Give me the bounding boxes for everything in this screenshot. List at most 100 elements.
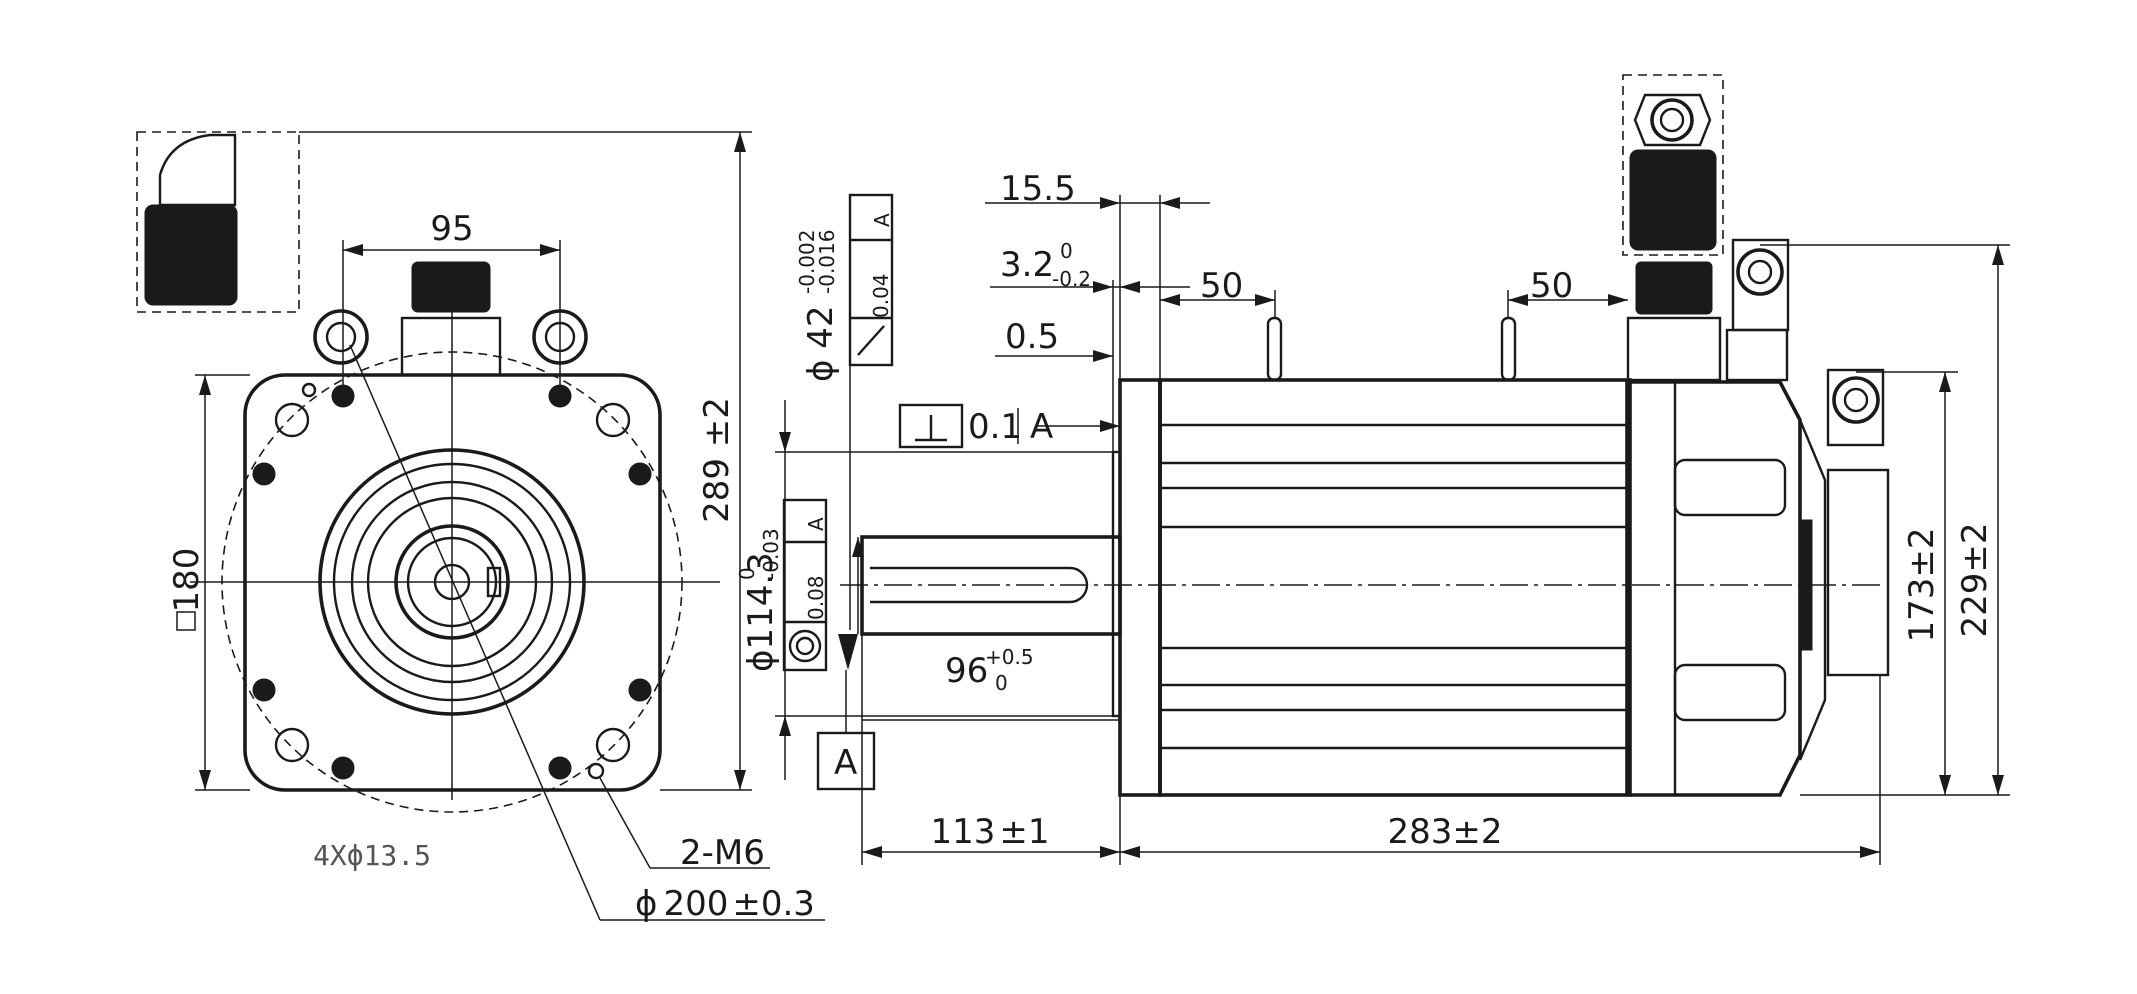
spigot-circle-2 — [332, 462, 572, 702]
arrow-icon — [343, 244, 363, 256]
dim-96-tol-lower: 0 — [995, 671, 1008, 695]
side-connector-nut — [1635, 261, 1713, 315]
arrow-icon — [1860, 846, 1880, 858]
side-connector-base — [1626, 316, 1722, 382]
datum-a-label: A — [834, 743, 857, 783]
arrow-icon — [199, 770, 211, 790]
screw-icon — [252, 678, 276, 702]
encoder-rear — [1798, 419, 1827, 761]
side-connector-body — [1629, 149, 1717, 251]
arrow-icon — [199, 375, 211, 395]
dim-3-2-tol-upper: 0 — [1060, 239, 1073, 263]
spigot-dia-value: 114.3 — [741, 552, 781, 649]
alt-connector-body — [144, 204, 238, 306]
conc-datum-text: A — [804, 517, 828, 531]
conc-text: 0.08 — [804, 575, 828, 620]
side-lift-eye-2 — [1500, 316, 1517, 382]
hole-dia: 13.5 — [364, 839, 431, 872]
arrow-icon — [779, 716, 791, 736]
dim-50a-label: 50 — [1200, 266, 1243, 306]
arrow-icon — [1100, 420, 1120, 432]
runout-frame — [848, 193, 894, 367]
dim-50b-label: 50 — [1530, 266, 1573, 306]
arrow-icon — [1255, 294, 1275, 306]
spigot-dia-tol-lower: -0.03 — [759, 528, 783, 580]
spigot-dia-tol-upper: 0 — [735, 567, 759, 580]
side-flange-spigot — [1111, 450, 1122, 718]
arrow-icon — [1939, 372, 1951, 392]
front-connector-base — [400, 316, 502, 377]
spigot-circle-3 — [350, 480, 554, 684]
shaft-keyway — [486, 566, 502, 598]
flange-hole-tr — [595, 402, 631, 438]
shaft-dia-text: ϕ 42 -0.002 -0.016 — [795, 230, 841, 382]
arrow-icon — [734, 132, 746, 152]
arrow-icon — [1093, 350, 1113, 362]
dim-15-5-label: 15.5 — [1000, 169, 1076, 209]
pcd-leader — [349, 344, 601, 921]
flange-hole-tl — [274, 402, 310, 438]
svg-text:ϕ114.3: ϕ114.3 — [741, 552, 781, 672]
dim-229-value: 229 — [1955, 573, 1995, 638]
arrow-icon — [1120, 281, 1140, 293]
concentricity-value: 0.08 — [804, 575, 828, 620]
runout-datum-text: A — [870, 213, 894, 227]
concentricity-symbol-icon — [788, 629, 822, 663]
rear-connector-2-base — [1725, 328, 1789, 382]
dim-283-value: 283 — [1387, 812, 1452, 852]
arrow-icon — [1992, 775, 2004, 795]
shaft-tol-upper: -0.002 — [795, 230, 819, 294]
spigot-dia-text: ϕ114.3 0 -0.03 — [735, 528, 783, 672]
runout-text: 0.04 — [869, 273, 893, 318]
hole-dia-symbol: ϕ — [347, 839, 364, 872]
arrow-icon — [1992, 245, 2004, 265]
rear-connector-2-cap — [1736, 248, 1784, 296]
arrow-icon — [1160, 197, 1180, 209]
arrow-icon — [1100, 197, 1120, 209]
shaft-center-hole — [433, 563, 471, 601]
hole-callout: 4Xϕ13.5 — [313, 839, 431, 872]
arrow-icon — [1093, 281, 1113, 293]
dim-289-value: 289 — [697, 458, 737, 523]
m6-hole — [587, 762, 605, 780]
dim-96-tol-upper: +0.5 — [985, 645, 1034, 669]
concentricity-frame — [782, 498, 828, 672]
rear-connector-2-cap-inner — [1747, 259, 1773, 285]
dim-229-text: 229±2 — [1955, 522, 1995, 637]
dim-229-tol: ±2 — [1955, 522, 1995, 572]
square-symbol-icon — [176, 611, 196, 631]
pcd-value: 200 — [663, 884, 728, 924]
dim-113-tol: ±1 — [999, 812, 1049, 852]
shaft-tol-lower: -0.016 — [815, 230, 839, 294]
dim-96-value: 96 — [945, 651, 988, 691]
perp-frame — [898, 403, 964, 449]
shaft-circle — [394, 524, 510, 640]
side-view — [775, 74, 2010, 865]
alt-connector-elbow — [158, 133, 237, 207]
dim-173-value: 173 — [1902, 578, 1942, 643]
dim-3-2-tol-lower: -0.2 — [1052, 267, 1091, 291]
hole-count: 4X — [313, 839, 347, 872]
rear-connector-cap-inner — [1843, 387, 1869, 413]
runout-arrow-icon — [857, 325, 885, 356]
arrow-icon — [1508, 294, 1528, 306]
m6-leader — [599, 777, 651, 869]
pcd-circle — [221, 351, 683, 813]
motor-body — [1158, 378, 1632, 797]
dim-173-text: 173±2 — [1902, 527, 1942, 642]
arrow-icon — [1939, 775, 1951, 795]
lifting-eye-left-inner — [325, 321, 357, 353]
rear-connector-cap — [1832, 376, 1880, 424]
encoder-slot — [1673, 663, 1787, 722]
side-connector-ring — [1650, 98, 1694, 142]
side-connector-dashed — [1622, 74, 1724, 256]
rear-connector-box — [1826, 468, 1890, 677]
lifting-eye-left — [313, 309, 369, 365]
alt-connector-box — [136, 131, 300, 313]
perp-value: 0.1 — [968, 407, 1022, 447]
svg-text:289 ±2: 289 ±2 — [697, 397, 737, 523]
dim-289-tol: ±2 — [697, 397, 737, 447]
screw-icon — [628, 462, 652, 486]
runout-datum: A — [870, 213, 894, 227]
